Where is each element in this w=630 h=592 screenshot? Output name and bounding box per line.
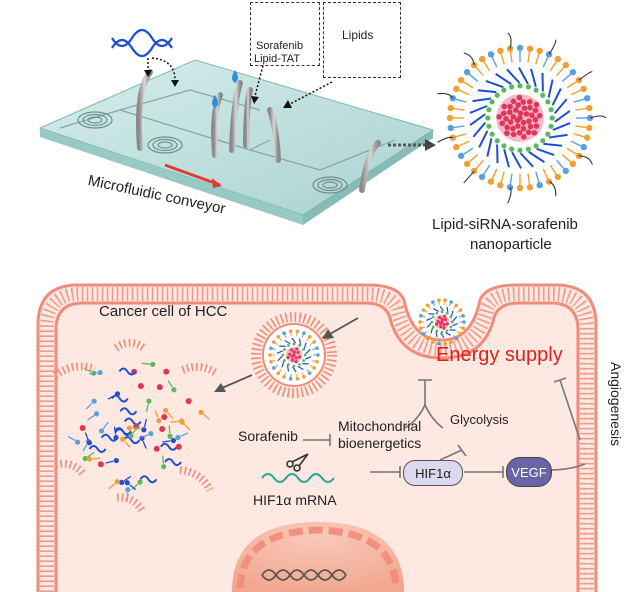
sirna-helix-icon [111, 28, 173, 58]
hif1a-node: HIF1α [403, 460, 463, 486]
bioenergetics-label: bioenergetics [338, 435, 422, 451]
droplet-icon [232, 70, 238, 83]
hif1a-label: HIF1α [415, 465, 451, 481]
cancer-cell [36, 283, 598, 592]
hif1a-mrna-strand [261, 473, 335, 483]
glycolysis-label: Glycolysis [450, 412, 509, 427]
nanoparticle-label-line2: nanoparticle [470, 236, 552, 253]
scissors-icon [286, 453, 309, 472]
inlet-tubes [135, 69, 381, 193]
sorafenib-label: Sorafenib [238, 428, 298, 444]
spiral-mixer-2 [147, 136, 183, 154]
legend-lipid-tat-label: Lipid-TAT [254, 53, 301, 65]
cell-title: Cancer cell of HCC [99, 303, 228, 320]
mitochondrial-label: Mitochondrial [338, 418, 422, 434]
nucleus [232, 522, 404, 592]
vegf-node: VEGF [506, 457, 552, 487]
legend-lipids-label: Lipids [342, 28, 374, 42]
nanoparticle-label-line1: Lipid-siRNA-sorafenib [432, 216, 578, 233]
spiral-mixer-3 [312, 176, 348, 194]
released-cargo [52, 339, 220, 515]
vegf-label: VEGF [511, 464, 547, 480]
flow-direction-arrow [164, 163, 221, 187]
droplet-icon [212, 95, 218, 108]
hif1a-mrna-label: HIF1α mRNA [253, 492, 337, 508]
endosomal-nanoparticle [268, 329, 320, 381]
angiogenesis-label: Angiogenesis [608, 362, 624, 447]
energy-supply-label: Energy supply [436, 344, 563, 366]
spiral-mixer-1 [77, 111, 113, 129]
entering-nanoparticle [418, 298, 466, 346]
lipid-sirna-sorafenib-nanoparticle [437, 32, 607, 204]
legend-sorafenib-label: Sorafenib [256, 40, 304, 52]
